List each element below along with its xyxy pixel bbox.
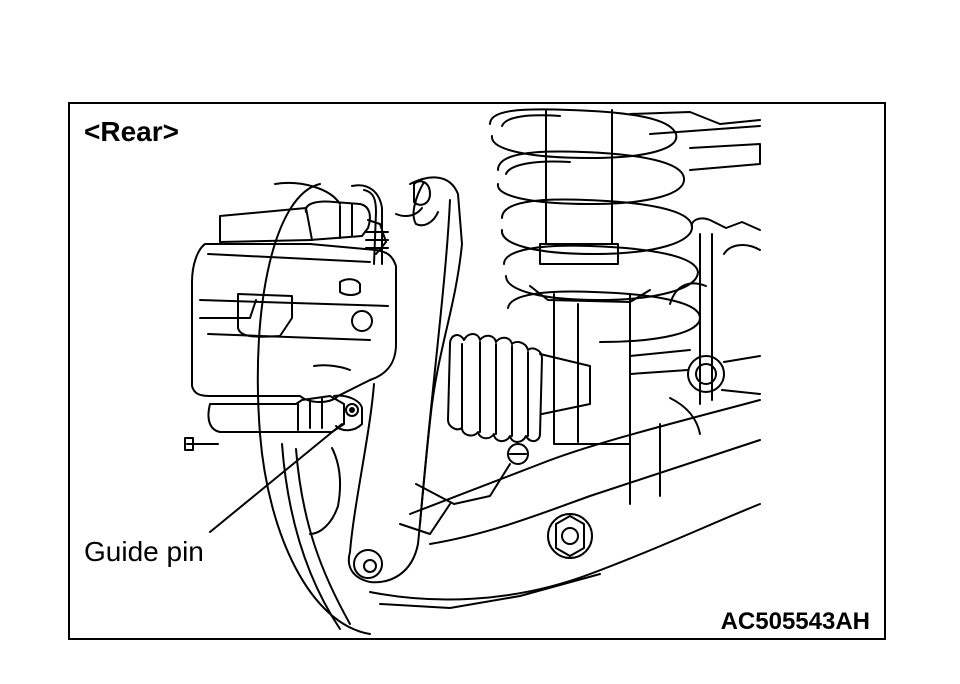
knuckle — [310, 177, 510, 582]
rear-brake-illustration — [70, 104, 886, 640]
stabilizer-link — [630, 112, 760, 404]
drive-shaft-boot — [448, 334, 590, 464]
coil-spring — [490, 109, 700, 342]
brake-disc — [185, 183, 370, 634]
illustration-frame: <Rear> Guide pin AC505543AH — [68, 102, 886, 640]
guide-pin — [208, 396, 362, 432]
shock-absorber — [530, 110, 650, 444]
knuckle-bolt — [364, 181, 430, 572]
guide-pin-callout-label: Guide pin — [84, 536, 204, 567]
guide-pin-leader-line — [210, 424, 342, 532]
figure-code: AC505543AH — [720, 608, 870, 635]
lower-arm-bolt — [548, 514, 592, 558]
brake-caliper — [192, 201, 396, 402]
view-label: <Rear> — [84, 116, 179, 147]
brake-hose — [352, 185, 388, 264]
lower-arm — [370, 398, 760, 608]
